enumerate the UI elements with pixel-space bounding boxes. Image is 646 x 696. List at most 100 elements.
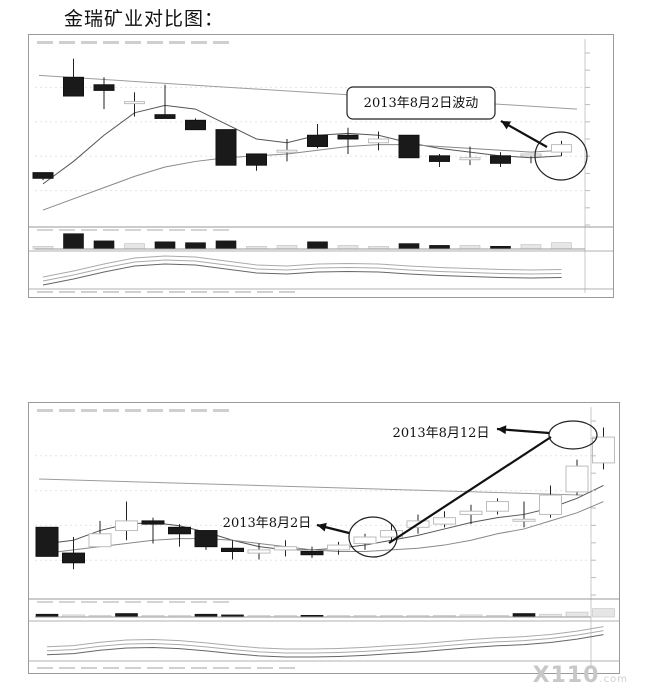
volume-bar <box>520 244 542 250</box>
footer-legend-mark <box>169 667 185 669</box>
volume-bar <box>93 240 115 250</box>
candle-body <box>459 157 481 161</box>
candle-body <box>115 520 138 532</box>
page-title: 金瑞矿业对比图： <box>64 8 225 30</box>
footer-legend-mark <box>81 291 97 293</box>
header-legend-mark <box>147 409 163 412</box>
candle-body <box>459 510 483 515</box>
candle-body <box>327 544 350 551</box>
chart-after-plot: 2013年8月2日 2013年8月12日 <box>29 407 619 669</box>
candle-body <box>368 138 389 144</box>
header-legend-mark <box>81 41 97 44</box>
indicator-line <box>46 630 604 654</box>
footer-legend-mark <box>147 667 163 669</box>
volume-bar <box>512 613 536 618</box>
header-legend-mark <box>125 41 141 44</box>
annotation-circle <box>548 420 598 450</box>
watermark-sub: .com <box>599 674 628 685</box>
annotation-line <box>388 436 552 544</box>
footer-legend-mark <box>103 291 119 293</box>
volume-legend-mark <box>81 229 97 231</box>
header-legend-mark <box>213 409 229 412</box>
volume-bar <box>124 243 145 250</box>
candle-body <box>124 101 145 105</box>
annotation-label: 2013年8月12日 <box>393 426 490 441</box>
candle-body <box>194 530 218 548</box>
candle-body <box>337 134 359 140</box>
volume-legend-mark <box>147 601 163 603</box>
annotation-circle <box>534 131 588 181</box>
header-legend-mark <box>37 41 53 44</box>
volume-legend-mark <box>125 229 141 231</box>
volume-legend-mark <box>169 601 185 603</box>
candle-body <box>32 172 54 179</box>
candle-body <box>88 533 112 548</box>
volume-legend-mark <box>213 229 229 231</box>
volume-bar <box>551 242 572 250</box>
volume-legend-mark <box>37 601 53 603</box>
annotation-box <box>346 86 496 120</box>
candle-body <box>141 520 165 525</box>
volume-legend-mark <box>81 601 97 603</box>
candle-body <box>221 547 244 552</box>
header-legend-mark <box>59 409 75 412</box>
candle-body <box>215 129 237 166</box>
volume-bar <box>398 243 420 250</box>
candle-body <box>185 119 206 131</box>
volume-legend-mark <box>169 229 185 231</box>
footer-legend-mark <box>279 667 295 669</box>
footer-legend-mark <box>37 291 53 293</box>
footer-legend-mark <box>191 667 207 669</box>
footer-legend-mark <box>59 291 75 293</box>
candle-body <box>592 436 615 464</box>
footer-legend-mark <box>213 291 229 293</box>
footer-legend-mark <box>235 667 251 669</box>
footer-legend-mark <box>235 291 251 293</box>
candle-body <box>353 536 377 544</box>
footer-legend-mark <box>37 667 53 669</box>
candle-body <box>433 517 456 525</box>
moving-average-line <box>46 484 604 551</box>
candle-body <box>429 155 450 162</box>
candle-body <box>63 76 84 97</box>
volume-bar <box>307 241 328 250</box>
footer-legend-mark <box>213 667 229 669</box>
annotation-label: 2013年8月2日波动 <box>364 96 479 111</box>
candle-body <box>565 465 589 493</box>
candle-body <box>276 149 298 153</box>
trend-line <box>38 74 578 110</box>
volume-bar <box>459 245 481 250</box>
moving-average-line <box>42 144 562 211</box>
volume-bar <box>154 241 176 250</box>
footer-legend-mark <box>125 667 141 669</box>
footer-legend-mark <box>257 667 273 669</box>
candle-body <box>520 153 542 157</box>
candle-body <box>247 549 271 554</box>
candle-body <box>486 501 509 512</box>
header-legend-mark <box>37 409 53 412</box>
footer-legend-mark <box>191 291 207 293</box>
volume-legend-mark <box>103 601 119 603</box>
volume-bar <box>63 233 84 250</box>
header-legend-mark <box>191 41 207 44</box>
footer-legend-mark <box>169 291 185 293</box>
annotation-label: 2013年8月2日 <box>223 516 312 531</box>
candle-body <box>246 153 267 166</box>
header-legend-mark <box>59 41 75 44</box>
candle-body <box>168 526 191 535</box>
footer-legend-mark <box>257 291 273 293</box>
watermark-main: X110 <box>532 663 600 688</box>
indicator-line <box>42 259 562 282</box>
volume-legend-mark <box>125 601 141 603</box>
volume-bar <box>115 613 138 618</box>
annotation-arrowhead <box>501 121 512 130</box>
annotation-arrowhead <box>317 522 327 532</box>
chart-before-plot: 2013年8月2日波动 <box>29 39 613 293</box>
candle-body <box>93 84 115 91</box>
candle-body <box>398 134 420 159</box>
volume-bar <box>337 245 359 250</box>
chart-before: 2013年8月2日波动 <box>28 34 614 298</box>
indicator-line <box>42 255 562 278</box>
chart-after: 2013年8月2日 2013年8月12日 <box>28 402 620 674</box>
candle-body <box>62 552 85 564</box>
